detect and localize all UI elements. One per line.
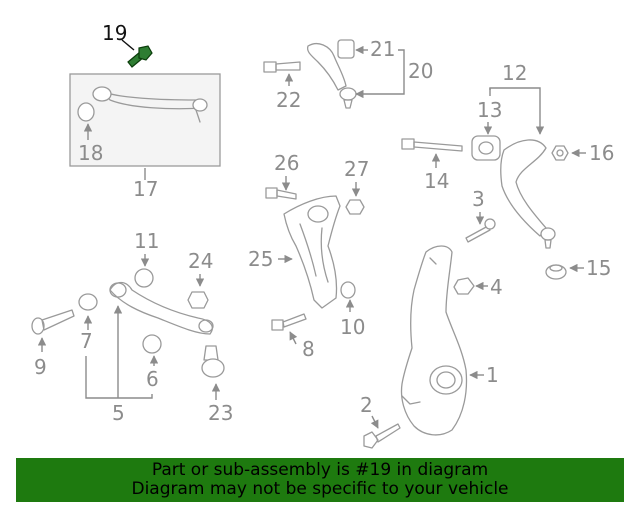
part-10-nut bbox=[340, 281, 356, 299]
callout-23[interactable]: 23 bbox=[208, 401, 233, 425]
leader-19 bbox=[121, 39, 135, 51]
part-5-lower-arm bbox=[109, 281, 214, 335]
part-23-ball-joint bbox=[201, 345, 225, 378]
callout-16[interactable]: 16 bbox=[589, 141, 614, 165]
part-8-bolt bbox=[271, 313, 307, 331]
callout-24[interactable]: 24 bbox=[188, 249, 213, 273]
part-3-bolt bbox=[465, 218, 496, 243]
callout-9[interactable]: 9 bbox=[34, 355, 47, 379]
callout-6[interactable]: 6 bbox=[146, 367, 159, 391]
callout-27[interactable]: 27 bbox=[344, 157, 369, 181]
callout-2[interactable]: 2 bbox=[360, 393, 373, 417]
callout-22[interactable]: 22 bbox=[276, 88, 301, 112]
part-4-nut bbox=[453, 277, 475, 295]
part-16-nut bbox=[551, 145, 569, 161]
part-1-knuckle bbox=[400, 245, 468, 436]
part-7-bushing bbox=[78, 293, 98, 311]
callout-13[interactable]: 13 bbox=[477, 98, 502, 122]
part-26-bolt bbox=[265, 187, 297, 200]
part-17-upper-arm bbox=[92, 86, 208, 123]
callout-8[interactable]: 8 bbox=[302, 337, 315, 361]
callout-10[interactable]: 10 bbox=[340, 315, 365, 339]
part-9-bolt bbox=[31, 309, 75, 335]
part-15-nut bbox=[545, 264, 567, 280]
part-27-nut bbox=[345, 199, 365, 215]
banner-line-1: Part or sub-assembly is #19 in diagram bbox=[151, 460, 489, 480]
callout-12[interactable]: 12 bbox=[502, 61, 527, 85]
callout-7[interactable]: 7 bbox=[80, 329, 93, 353]
info-banner: Part or sub-assembly is #19 in diagram D… bbox=[16, 458, 624, 502]
callout-15[interactable]: 15 bbox=[586, 256, 611, 280]
part-24-nut bbox=[187, 291, 209, 309]
callout-3[interactable]: 3 bbox=[472, 187, 485, 211]
part-14-bolt bbox=[401, 138, 463, 152]
callout-5[interactable]: 5 bbox=[112, 401, 125, 425]
callout-21[interactable]: 21 bbox=[370, 37, 395, 61]
part-22-bolt bbox=[263, 61, 301, 73]
leader-5-bracket bbox=[85, 356, 153, 399]
callout-14[interactable]: 14 bbox=[424, 169, 449, 193]
leader-8 bbox=[289, 331, 298, 345]
part-2-bolt bbox=[363, 423, 401, 449]
callout-25[interactable]: 25 bbox=[248, 247, 273, 271]
callout-17[interactable]: 17 bbox=[133, 177, 158, 201]
leader-2 bbox=[370, 415, 379, 429]
callout-11[interactable]: 11 bbox=[134, 229, 159, 253]
part-19-bolt[interactable] bbox=[127, 45, 153, 68]
part-25-bracket bbox=[283, 195, 341, 309]
part-11-bushing bbox=[134, 268, 154, 288]
callout-1[interactable]: 1 bbox=[486, 363, 499, 387]
leader-20 bbox=[355, 49, 405, 99]
part-13-bushing bbox=[471, 135, 501, 161]
callout-26[interactable]: 26 bbox=[274, 151, 299, 175]
banner-line-2: Diagram may not be specific to your vehi… bbox=[131, 479, 509, 499]
callout-18[interactable]: 18 bbox=[78, 141, 103, 165]
part-12-lower-arm bbox=[500, 139, 556, 249]
callout-4[interactable]: 4 bbox=[490, 275, 503, 299]
part-18-bushing bbox=[77, 102, 95, 122]
part-6-bushing bbox=[142, 334, 162, 354]
callout-20[interactable]: 20 bbox=[408, 59, 433, 83]
part-20-link bbox=[306, 39, 357, 109]
